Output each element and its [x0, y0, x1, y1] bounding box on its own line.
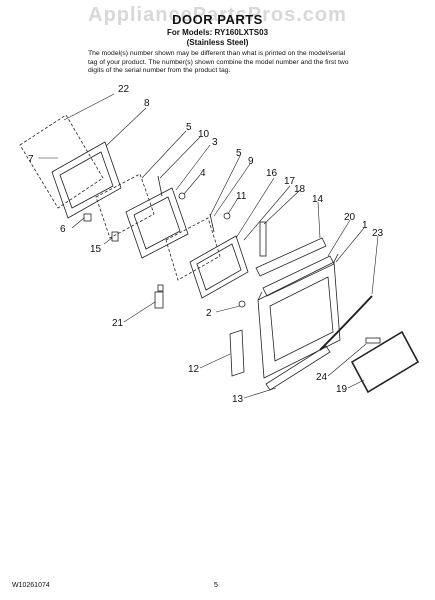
- callout-3: 3: [212, 137, 218, 148]
- page-number: 5: [214, 582, 218, 589]
- part-glass-panel-5b: [165, 217, 221, 281]
- page-title: DOOR PARTS: [172, 12, 263, 27]
- callout-1: 1: [362, 220, 368, 231]
- callout-16: 16: [266, 168, 278, 179]
- part-handle-23: [319, 295, 373, 351]
- part-bracket-6: [83, 213, 92, 222]
- leader-lines: [38, 93, 379, 399]
- part-side-bracket-12: [229, 329, 245, 377]
- callout-6: 6: [60, 224, 66, 235]
- model-note: The model(s) number shown may be differe…: [88, 50, 349, 74]
- part-clip-15: [111, 231, 119, 242]
- part-screw-4: [178, 192, 186, 200]
- part-screw-11: [223, 212, 231, 220]
- part-hinge-21: [154, 284, 164, 309]
- callout-8: 8: [144, 98, 150, 109]
- finish-line: (Stainless Steel): [186, 38, 249, 47]
- part-bracket-24: [365, 337, 381, 344]
- part-outer-door: [257, 253, 341, 379]
- callout-11: 11: [236, 191, 247, 202]
- part-door-glass-outline: [19, 114, 104, 209]
- callout-20: 20: [344, 212, 356, 223]
- watermark: AppliancePartsPros.com: [88, 4, 347, 26]
- models-line: For Models: RY160LXTS03: [166, 28, 269, 37]
- part-panel-20: [262, 255, 335, 297]
- part-strip-14: [255, 237, 327, 277]
- part-door-frame: [51, 141, 122, 219]
- callout-15: 15: [90, 244, 102, 255]
- part-screw-2: [238, 300, 246, 308]
- callout-24: 24: [316, 372, 328, 383]
- callout-12: 12: [188, 364, 200, 375]
- callout-13: 13: [232, 394, 244, 405]
- callout-23: 23: [372, 228, 384, 239]
- part-inner-frame: [125, 187, 189, 259]
- part-bracket-18: [259, 221, 267, 257]
- part-glass-panel-5a: [95, 173, 155, 239]
- callout-5b: 5: [236, 148, 242, 159]
- callout-22: 22: [118, 84, 130, 95]
- callout-5a: 5: [186, 122, 192, 133]
- callout-10: 10: [198, 129, 210, 140]
- part-panel-16: [189, 235, 249, 299]
- part-trim-13: [265, 345, 331, 391]
- callout-18: 18: [294, 184, 306, 195]
- callout-21: 21: [112, 318, 124, 329]
- part-strip-9: [209, 213, 215, 233]
- callout-9: 9: [248, 156, 254, 167]
- callout-4: 4: [200, 168, 206, 179]
- models-block: For Models: RY160LXTS03 (Stainless Steel…: [0, 28, 435, 48]
- callout-2: 2: [206, 308, 212, 319]
- callout-17: 17: [284, 176, 296, 187]
- part-gasket-19: [350, 330, 420, 394]
- callout-19: 19: [336, 384, 348, 395]
- document-number: W10261074: [12, 582, 50, 589]
- part-strip-10: [157, 175, 163, 197]
- callout-14: 14: [312, 194, 324, 205]
- callout-7: 7: [28, 154, 34, 165]
